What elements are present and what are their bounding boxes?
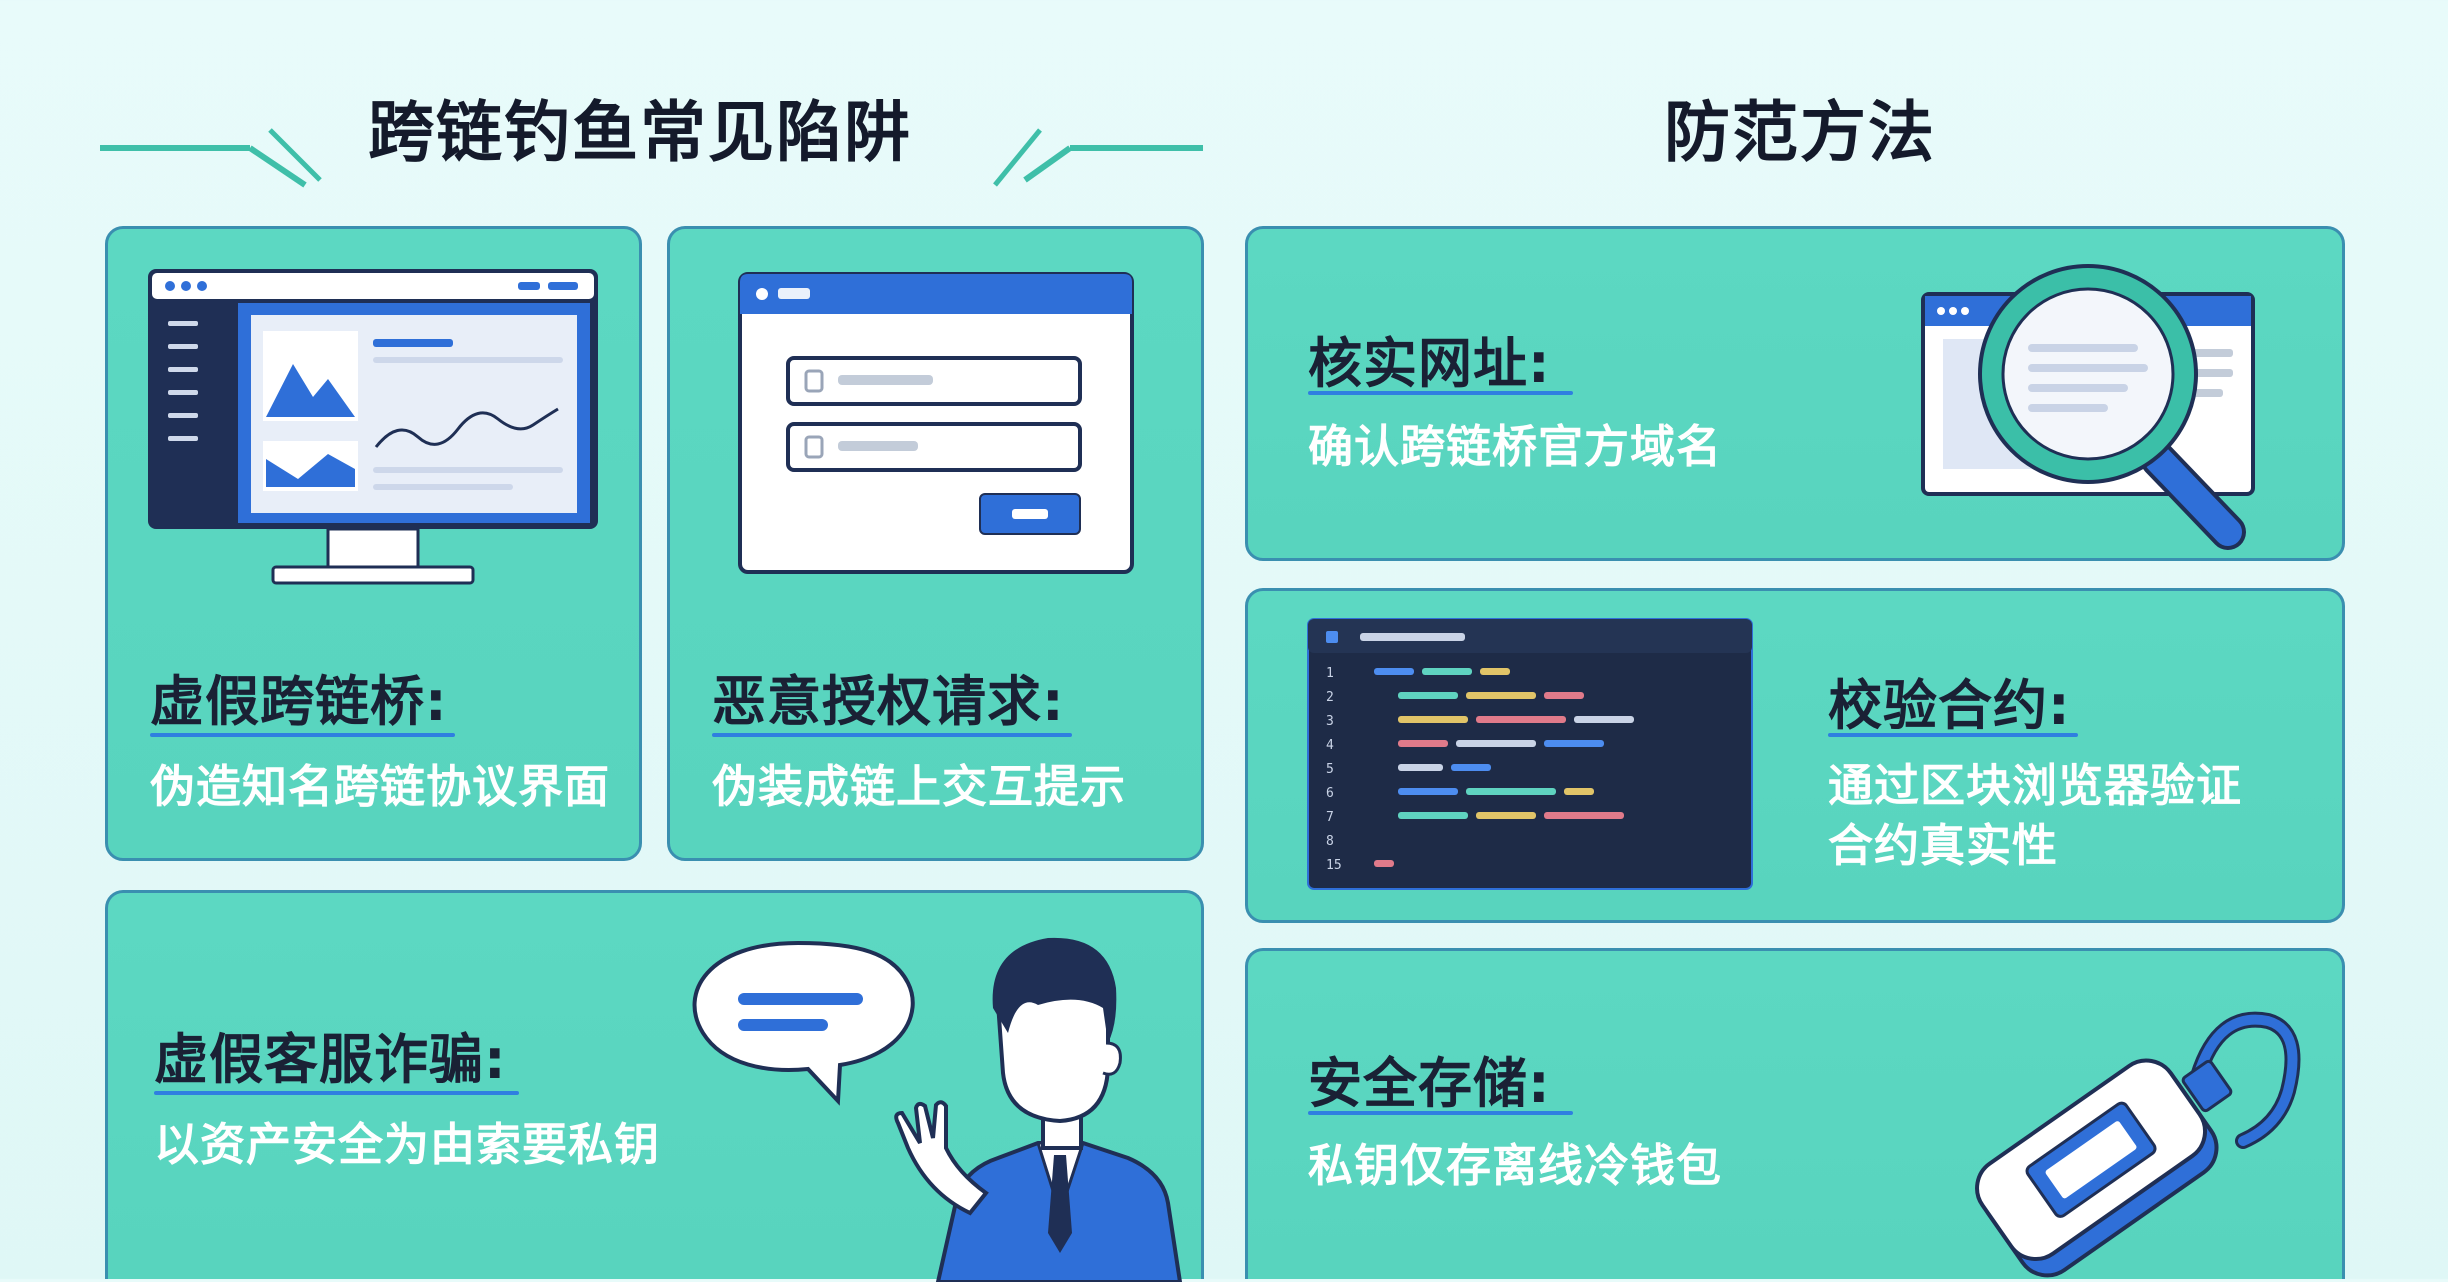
hardware-wallet-icon xyxy=(1975,1011,2301,1278)
code-line-number: 15 xyxy=(1326,858,1342,873)
pitfall-title: 恶意授权请求: xyxy=(712,670,1065,733)
code-token xyxy=(1574,716,1634,723)
code-line-number: 3 xyxy=(1326,714,1334,729)
monitor-icon xyxy=(148,269,598,585)
code-line-numbers: 1 2 3 4 5 6 7 8 15 xyxy=(1326,666,1342,873)
pitfall-card-fake-support: 虚假客服诈骗: 以资产安全为由索要私钥 xyxy=(105,890,1204,1282)
code-line-number: 1 xyxy=(1326,666,1334,681)
title-underline xyxy=(712,733,1072,737)
title-underline xyxy=(154,1091,519,1095)
code-token xyxy=(1374,668,1414,675)
method-title: 核实网址: xyxy=(1308,332,1551,395)
method-desc: 确认跨链桥官方域名 xyxy=(1308,420,1723,473)
pitfall-desc: 伪装成链上交互提示 xyxy=(712,760,1127,813)
code-lines xyxy=(1374,668,1634,867)
method-desc-line-2: 合约真实性 xyxy=(1828,819,2059,872)
code-token xyxy=(1544,740,1604,747)
method-desc: 私钥仅存离线冷钱包 xyxy=(1308,1139,1723,1192)
code-token xyxy=(1374,860,1394,867)
method-card-verify-contract: 1 2 3 4 5 6 7 8 15 校验合约: 通过区块浏览器验证 合约真实性 xyxy=(1245,588,2345,923)
code-token xyxy=(1422,668,1472,675)
title-underline xyxy=(150,733,455,737)
method-card-secure-storage: 安全存储: 私钥仅存离线冷钱包 xyxy=(1245,948,2345,1279)
method-title: 校验合约: xyxy=(1828,674,2071,737)
pitfall-title: 虚假客服诈骗: xyxy=(154,1028,507,1091)
pitfall-desc: 伪造知名跨链协议界面 xyxy=(150,760,611,813)
code-token xyxy=(1398,764,1443,771)
customer-service-person-icon xyxy=(692,937,1183,1282)
code-token xyxy=(1398,716,1468,723)
code-line-number: 2 xyxy=(1326,690,1334,705)
pitfall-card-malicious-auth: 恶意授权请求: 伪装成链上交互提示 xyxy=(667,226,1204,861)
code-token xyxy=(1451,764,1491,771)
code-token xyxy=(1466,692,1536,699)
title-underline xyxy=(1308,1111,1573,1115)
heading-right-deco xyxy=(993,128,1203,187)
heading-left-deco xyxy=(100,128,322,188)
method-title: 安全存储: xyxy=(1308,1052,1551,1115)
method-desc-line-1: 通过区块浏览器验证 xyxy=(1828,759,2243,812)
code-line-number: 7 xyxy=(1326,810,1334,825)
code-token xyxy=(1398,692,1458,699)
title-underline xyxy=(1308,391,1573,395)
code-token xyxy=(1544,812,1624,819)
login-window-icon xyxy=(738,272,1134,574)
code-line-number: 4 xyxy=(1326,738,1334,753)
code-token xyxy=(1476,716,1566,723)
left-heading: 跨链钓鱼常见陷阱 xyxy=(368,94,912,171)
pitfall-desc: 以资产安全为由索要私钥 xyxy=(154,1118,661,1171)
code-token xyxy=(1456,740,1536,747)
magnifier-browser-icon xyxy=(1921,264,2255,550)
code-token xyxy=(1398,812,1468,819)
code-token xyxy=(1398,740,1448,747)
pitfall-card-fake-bridge: 虚假跨链桥: 伪造知名跨链协议界面 xyxy=(105,226,642,861)
code-token xyxy=(1564,788,1594,795)
code-token xyxy=(1480,668,1510,675)
pitfall-title: 虚假跨链桥: xyxy=(150,670,448,733)
code-token xyxy=(1476,812,1536,819)
code-line-number: 6 xyxy=(1326,786,1334,801)
method-card-verify-url: 核实网址: 确认跨链桥官方域名 xyxy=(1245,226,2345,561)
right-heading: 防范方法 xyxy=(1664,94,1936,171)
code-line-number: 8 xyxy=(1326,834,1334,849)
code-token xyxy=(1398,788,1458,795)
code-token xyxy=(1466,788,1556,795)
code-window-icon: 1 2 3 4 5 6 7 8 15 xyxy=(1307,618,1753,890)
title-underline xyxy=(1828,733,2078,737)
code-token xyxy=(1544,692,1584,699)
code-line-number: 5 xyxy=(1326,762,1334,777)
